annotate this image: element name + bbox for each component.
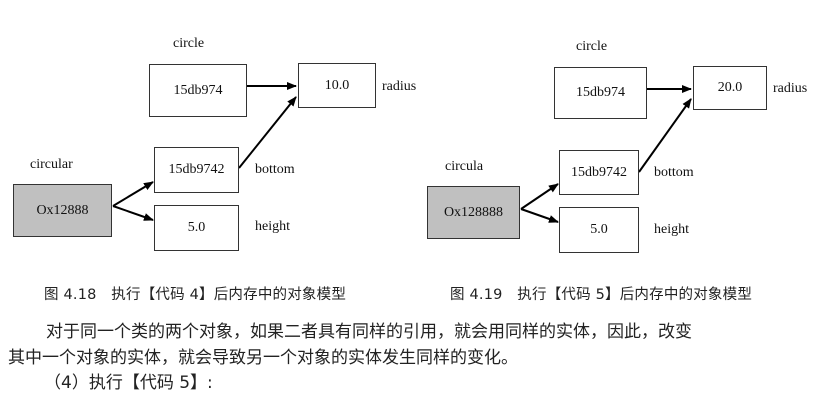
- figure-caption-4-18: 图 4.18 执行【代码 4】后内存中的对象模型: [44, 287, 347, 303]
- object-address-box-2: Ox128888: [427, 186, 520, 239]
- step-heading: （4）执行【代码 5】:: [44, 373, 213, 393]
- radius-value-2: 20.0: [717, 80, 743, 95]
- radius-value: 10.0: [324, 77, 350, 93]
- radius-label: radius: [382, 79, 417, 94]
- height-value-2: 5.0: [590, 222, 608, 237]
- arrow-object-to-bottom-2: [520, 183, 559, 210]
- object-address-box: Ox12888: [13, 184, 112, 237]
- arrow-object-to-height-2: [520, 208, 559, 223]
- object-address-2: Ox128888: [443, 204, 504, 220]
- figure-caption-4-19: 图 4.19 执行【代码 5】后内存中的对象模型: [450, 287, 753, 303]
- paragraph-line-1: 对于同一个类的两个对象，如果二者具有同样的引用，就会用同样的实体，因此，改变: [46, 322, 692, 342]
- height-label: height: [255, 219, 290, 234]
- height-label-2: height: [654, 222, 689, 237]
- height-value: 5.0: [187, 220, 206, 235]
- bottom-reference-value-2: 15db9742: [571, 164, 627, 180]
- radius-label-2: radius: [773, 81, 808, 96]
- circle-reference-box: 15db974: [149, 64, 247, 117]
- height-box: 5.0: [154, 205, 239, 251]
- bottom-label: bottom: [255, 162, 295, 177]
- radius-box-2: 20.0: [693, 66, 767, 110]
- figure-4-18-diagram: circle 15db974 10.0 radius circular Ox12…: [13, 36, 808, 253]
- height-box-2: 5.0: [559, 207, 639, 253]
- bottom-reference-value: 15db9742: [168, 162, 225, 177]
- arrow-bottom-to-radius-2: [638, 98, 692, 173]
- radius-box: 10.0: [298, 63, 376, 108]
- circle-reference-box-2: 15db974: [554, 67, 647, 119]
- bottom-reference-box-2: 15db9742: [559, 150, 639, 195]
- circle-reference-value: 15db974: [173, 82, 223, 98]
- paragraph-line-2: 其中一个对象的实体，就会导致另一个对象的实体发生同样的变化。: [8, 348, 518, 368]
- object-address: Ox12888: [36, 202, 89, 218]
- circle-label: circle: [173, 36, 205, 51]
- circle-label-2: circle: [576, 39, 608, 54]
- arrow-object-to-height: [112, 205, 154, 221]
- bottom-reference-box: 15db9742: [154, 147, 239, 193]
- bottom-label-2: bottom: [654, 165, 694, 180]
- object-label: circular: [30, 157, 73, 172]
- arrow-bottom-to-radius: [238, 96, 297, 169]
- circle-reference-value-2: 15db974: [576, 85, 625, 100]
- arrow-object-to-bottom: [112, 181, 154, 207]
- arrows-layer: [112, 82, 692, 223]
- object-label-2: circula: [445, 159, 484, 174]
